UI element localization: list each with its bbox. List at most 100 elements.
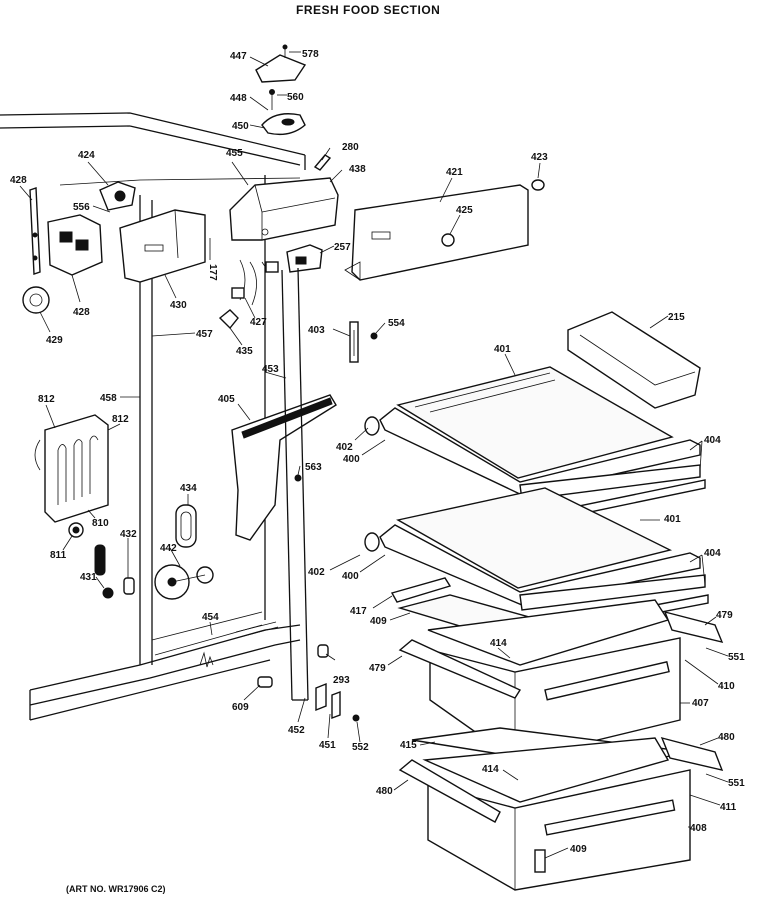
callout-401-a: 401 xyxy=(494,344,511,355)
part-435-connector xyxy=(218,309,239,330)
part-554-screw xyxy=(370,332,378,340)
callout-404-a: 404 xyxy=(704,435,721,446)
part-421-control-panel xyxy=(344,184,529,281)
callout-552: 552 xyxy=(352,742,369,753)
callout-430: 430 xyxy=(170,300,187,311)
leader-lines xyxy=(19,51,729,859)
callout-457: 457 xyxy=(196,329,213,340)
callout-479-a: 479 xyxy=(716,610,733,621)
callout-403: 403 xyxy=(308,325,325,336)
diagram-title: FRESH FOOD SECTION xyxy=(296,3,440,17)
callout-414-a: 414 xyxy=(490,638,507,649)
callout-215: 215 xyxy=(668,312,685,323)
callout-400-b: 400 xyxy=(342,571,359,582)
callout-409-a: 409 xyxy=(370,616,387,627)
callout-429: 429 xyxy=(46,335,63,346)
callout-563: 563 xyxy=(305,462,322,473)
callout-177: 177 xyxy=(207,264,218,281)
callout-438: 438 xyxy=(349,164,366,175)
part-293-clip xyxy=(317,644,329,658)
callout-402-a: 402 xyxy=(336,442,353,453)
part-811-nut xyxy=(68,522,84,538)
part-spring xyxy=(94,544,106,576)
part-215-dairy-bin xyxy=(567,311,701,409)
callout-442: 442 xyxy=(160,543,177,554)
callout-427: 427 xyxy=(250,317,267,328)
art-number: (ART NO. WR17906 C2) xyxy=(66,884,166,894)
part-427-wiring xyxy=(231,259,279,306)
callout-480-b: 480 xyxy=(376,786,393,797)
callout-811: 811 xyxy=(50,550,67,561)
callout-451: 451 xyxy=(319,740,336,751)
callout-400-a: 400 xyxy=(343,454,360,465)
callout-450: 450 xyxy=(232,121,249,132)
callout-401-b: 401 xyxy=(664,514,681,525)
callout-448: 448 xyxy=(230,93,247,104)
callout-810: 810 xyxy=(92,518,109,529)
callout-431: 431 xyxy=(80,572,97,583)
callout-554: 554 xyxy=(388,318,405,329)
callout-424: 424 xyxy=(78,150,95,161)
callout-293: 293 xyxy=(333,675,350,686)
part-430-light-shield xyxy=(119,209,206,283)
callout-452: 452 xyxy=(288,725,305,736)
callout-551-b: 551 xyxy=(728,778,745,789)
callout-458: 458 xyxy=(100,393,117,404)
part-447-cover xyxy=(255,44,307,83)
part-423-knob xyxy=(531,179,545,191)
part-810-heater xyxy=(34,414,109,523)
callout-447: 447 xyxy=(230,51,247,62)
callout-labels: 447 578 448 560 450 280 455 438 421 423 … xyxy=(10,49,745,855)
callout-455: 455 xyxy=(226,148,243,159)
part-403-bracket xyxy=(349,321,359,363)
callout-556: 556 xyxy=(73,202,90,213)
callout-423: 423 xyxy=(531,152,548,163)
callout-404-b: 404 xyxy=(704,548,721,559)
callout-560: 560 xyxy=(287,92,304,103)
callout-425: 425 xyxy=(456,205,473,216)
callout-428-a: 428 xyxy=(10,175,27,186)
callout-578: 578 xyxy=(302,49,319,60)
callout-812-a: 812 xyxy=(38,394,55,405)
part-434-gasket xyxy=(175,504,197,548)
callout-609: 609 xyxy=(232,702,249,713)
part-257-switch xyxy=(286,244,323,273)
part-442-fan-motor xyxy=(154,564,214,600)
callout-428-b: 428 xyxy=(73,307,90,318)
callout-453: 453 xyxy=(262,364,279,375)
callout-479-b: 479 xyxy=(369,663,386,674)
callout-421: 421 xyxy=(446,167,463,178)
callout-402-b: 402 xyxy=(308,567,325,578)
callout-280: 280 xyxy=(342,142,359,153)
callout-408: 408 xyxy=(690,823,707,834)
part-429-lamp-socket xyxy=(22,286,50,314)
part-428-light-housing xyxy=(47,214,103,276)
part-451-hinge xyxy=(315,682,341,720)
callout-551-a: 551 xyxy=(728,652,745,663)
callout-480-a: 480 xyxy=(718,732,735,743)
callout-812-b: 812 xyxy=(112,414,129,425)
part-453-rail xyxy=(281,267,309,701)
callout-417: 417 xyxy=(350,606,367,617)
callout-434: 434 xyxy=(180,483,197,494)
part-432-cap xyxy=(123,577,135,595)
callout-407: 407 xyxy=(692,698,709,709)
part-417-rail xyxy=(390,577,452,603)
part-448-450-bracket xyxy=(261,89,306,136)
callout-409-b: 409 xyxy=(570,844,587,855)
part-552-screw xyxy=(352,714,360,722)
callout-432: 432 xyxy=(120,529,137,540)
part-280-pin xyxy=(313,154,332,171)
drawer-lower xyxy=(398,727,724,891)
callout-411: 411 xyxy=(720,802,737,813)
part-424-thermostat xyxy=(99,181,136,211)
part-431-bulb xyxy=(102,587,114,599)
callout-257: 257 xyxy=(334,242,351,253)
part-438-control-housing xyxy=(229,177,339,241)
callout-410: 410 xyxy=(718,681,735,692)
callout-405: 405 xyxy=(218,394,235,405)
part-563-screw xyxy=(294,474,302,482)
shelf-lower xyxy=(364,487,709,634)
callout-435: 435 xyxy=(236,346,253,357)
